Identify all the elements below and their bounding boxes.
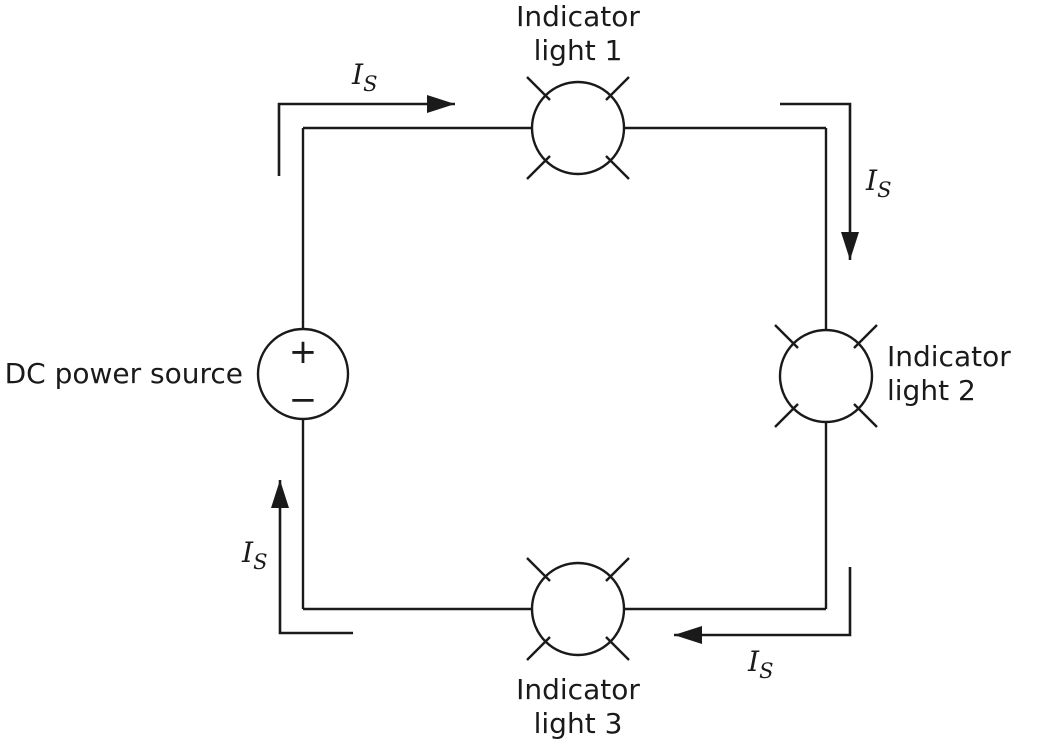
current-label-right: IS bbox=[865, 164, 891, 202]
dc-power-source: + − bbox=[256, 327, 350, 421]
current-arrow-top-icon bbox=[277, 95, 455, 176]
lamp2-circle bbox=[778, 328, 874, 424]
power-source-circle bbox=[256, 327, 350, 421]
current-arrow-left-icon bbox=[271, 480, 353, 635]
indicator-lamp-2 bbox=[774, 324, 878, 428]
indicator-lamp-1 bbox=[526, 76, 630, 180]
lamp3-circle bbox=[530, 561, 626, 657]
lamp3-label-line2: light 3 bbox=[534, 707, 623, 740]
current-arrows bbox=[271, 95, 859, 644]
lamp3-label-line1: Indicator bbox=[516, 673, 640, 706]
lamp1-label-line1: Indicator bbox=[516, 0, 640, 33]
indicator-lamp-3 bbox=[526, 557, 630, 661]
current-arrow-right-icon bbox=[780, 102, 859, 260]
lamp3-rays-icon bbox=[526, 557, 630, 661]
current-label-bottom: IS bbox=[747, 645, 773, 683]
current-label-left: IS bbox=[241, 536, 267, 574]
current-label-top: IS bbox=[351, 58, 377, 96]
power-source-plus-sign: + bbox=[289, 332, 318, 372]
lamp1-circle bbox=[530, 80, 626, 176]
power-source-minus-sign: − bbox=[289, 380, 318, 420]
lamp2-label-line1: Indicator bbox=[887, 340, 1011, 373]
lamp2-label-line2: light 2 bbox=[887, 374, 976, 407]
circuit-wires bbox=[301, 126, 828, 611]
lamp1-rays-icon bbox=[526, 76, 630, 180]
lamp1-label-line2: light 1 bbox=[534, 34, 623, 67]
lamp2-rays-icon bbox=[774, 324, 878, 428]
power-source-label: DC power source bbox=[5, 357, 243, 390]
current-arrow-bottom-icon bbox=[674, 567, 852, 644]
